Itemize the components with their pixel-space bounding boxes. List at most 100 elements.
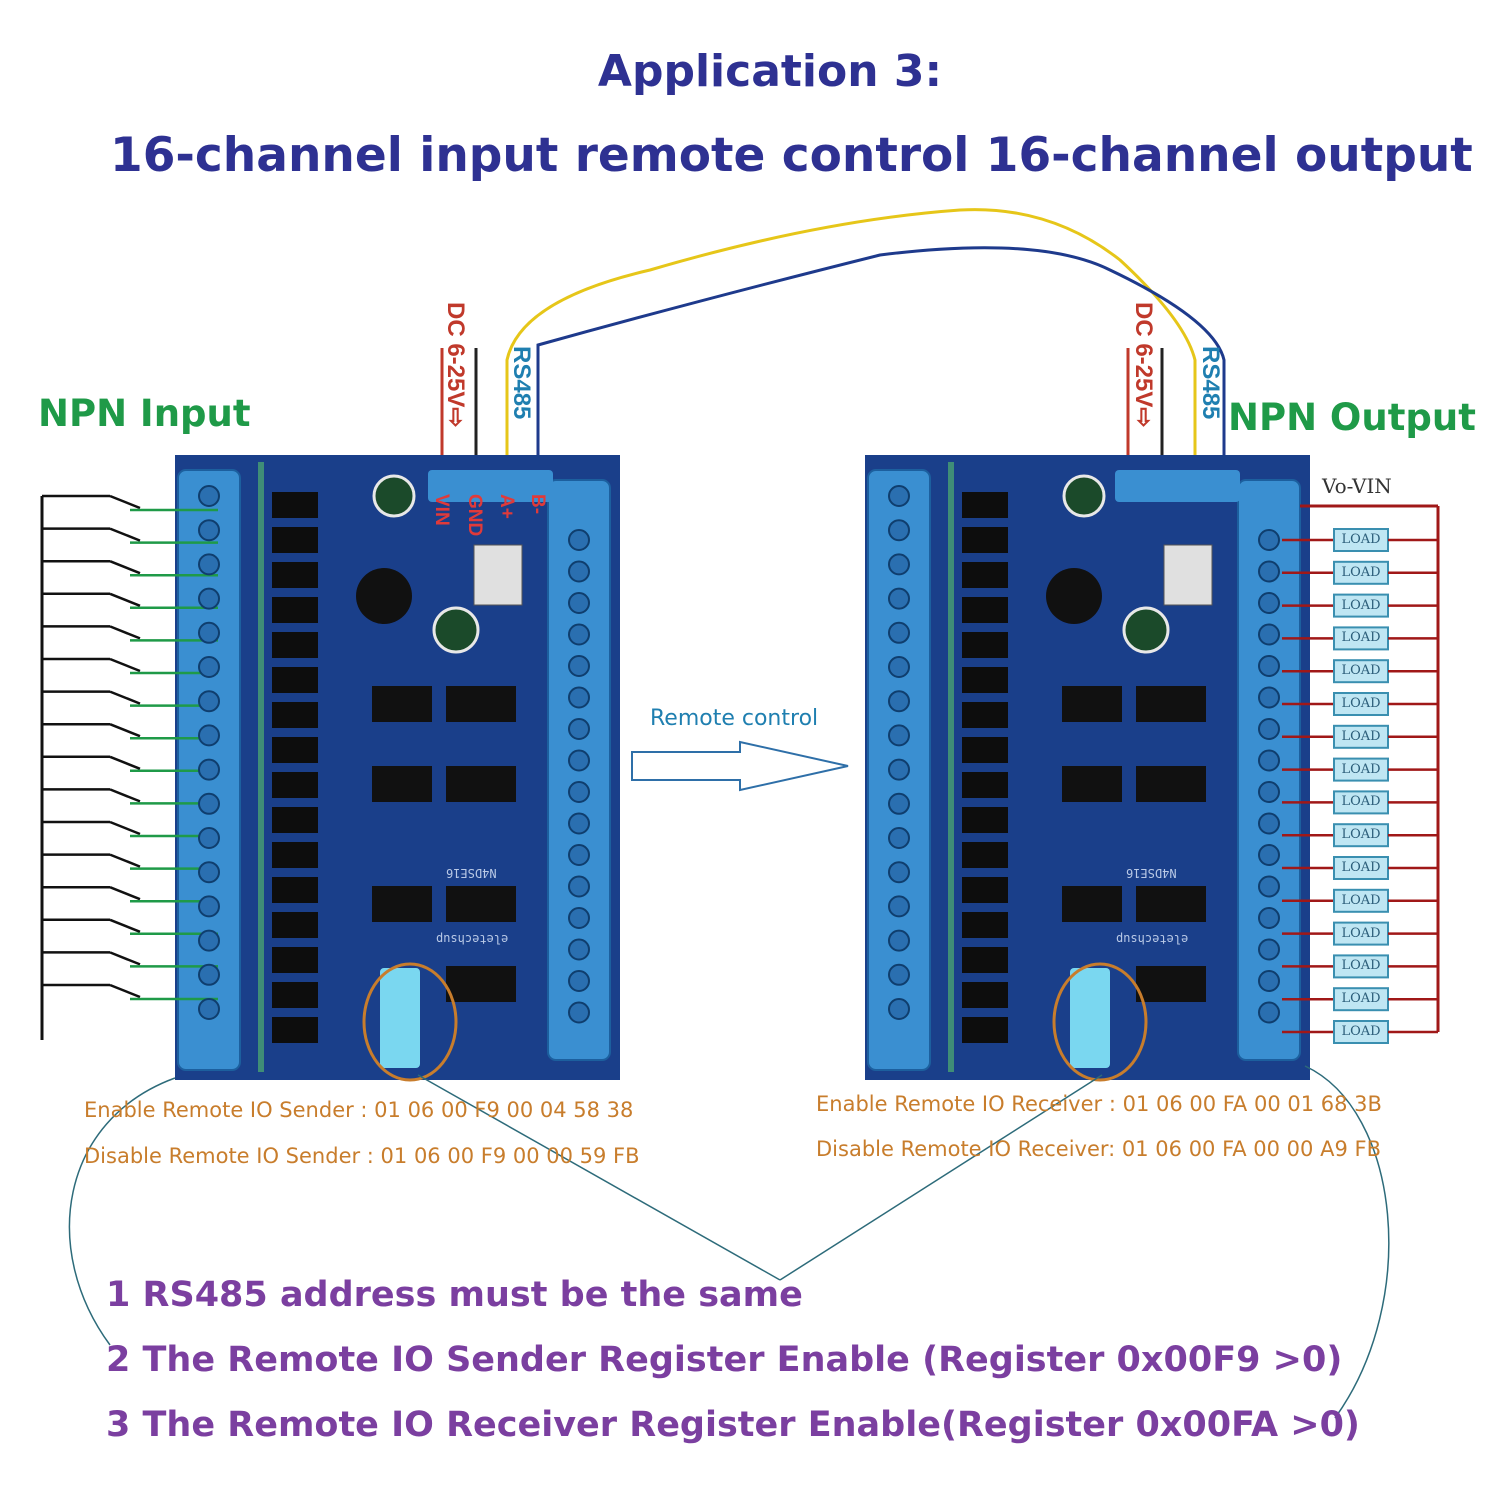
load-label: LOAD xyxy=(1341,564,1381,580)
input-optocoupler xyxy=(272,597,318,623)
input-ic-5 xyxy=(372,886,432,922)
terminal-screw xyxy=(888,587,910,610)
input-inductor xyxy=(356,568,412,624)
load-label: LOAD xyxy=(1341,794,1381,810)
terminal-screw xyxy=(568,592,590,614)
terminal-screw xyxy=(568,623,590,646)
output-power-terminal xyxy=(1115,470,1240,502)
output-dip-switch-highlight xyxy=(1052,962,1148,1082)
disable-sender-command: Disable Remote IO Sender : 01 06 00 F9 0… xyxy=(84,1144,640,1168)
input-capacitor-2 xyxy=(432,606,480,654)
rs485-b-wire xyxy=(536,246,1226,490)
load-label: LOAD xyxy=(1341,761,1381,777)
terminal-screw xyxy=(888,895,910,918)
output-ic-4 xyxy=(1136,766,1206,802)
terminal-screw xyxy=(1258,781,1280,803)
npn-input-label: NPN Input xyxy=(38,392,251,435)
input-model-text: N4DSE16 xyxy=(446,866,497,880)
terminal-screw xyxy=(1258,907,1280,929)
terminal-screw xyxy=(1258,655,1280,677)
output-green-divider xyxy=(948,462,954,1072)
input-rs485-label: RS485 xyxy=(508,346,535,420)
output-board xyxy=(865,455,1310,1082)
load-label: LOAD xyxy=(1341,991,1381,1007)
load-label: LOAD xyxy=(1341,630,1381,646)
input-ic-6 xyxy=(446,886,516,922)
output-capacitor-1 xyxy=(1062,474,1106,518)
input-switch-contact xyxy=(109,918,141,933)
terminal-screw xyxy=(1258,844,1280,866)
input-optocoupler xyxy=(272,667,318,693)
output-model-text: N4DSE16 xyxy=(1126,866,1177,880)
terminal-screw xyxy=(198,587,220,610)
output-optocoupler xyxy=(962,772,1008,798)
input-dip-switch xyxy=(380,968,420,1068)
input-optocouplers xyxy=(272,492,318,1043)
output-optocoupler xyxy=(962,737,1008,763)
note-sender-enable: 2 The Remote IO Sender Register Enable (… xyxy=(106,1340,1343,1380)
terminal-screw xyxy=(568,844,590,866)
remote-control-arrow xyxy=(631,740,849,792)
load-label: LOAD xyxy=(1341,860,1381,875)
input-ic-1 xyxy=(372,686,432,722)
terminal-screw xyxy=(888,690,910,713)
terminal-screw xyxy=(888,519,910,542)
output-optocoupler xyxy=(962,807,1008,833)
terminal-screw xyxy=(888,929,910,952)
terminal-screw xyxy=(198,792,220,815)
output-optocoupler xyxy=(962,982,1008,1008)
terminal-screw xyxy=(568,560,590,583)
load-label: LOAD xyxy=(1341,728,1381,744)
input-a-terminal-label: A+ xyxy=(496,494,517,519)
load-label: LOAD xyxy=(1341,892,1381,908)
terminal-screw xyxy=(198,998,220,1020)
input-switch-contact xyxy=(109,527,141,542)
input-optocoupler xyxy=(272,632,318,658)
output-optocoupler xyxy=(962,1017,1008,1043)
load-label: LOAD xyxy=(1341,827,1381,843)
input-ic-2 xyxy=(446,686,516,722)
input-gnd-terminal-label: GND xyxy=(464,494,485,537)
input-switch-contact xyxy=(109,755,141,770)
input-green-divider xyxy=(258,462,264,1072)
rs485-a-wire xyxy=(505,208,1197,490)
input-optocoupler xyxy=(272,1017,318,1043)
terminal-screw xyxy=(568,1001,590,1024)
enable-sender-command: Enable Remote IO Sender : 01 06 00 F9 00… xyxy=(84,1098,634,1122)
terminal-screw xyxy=(568,812,590,835)
remote-control-label: Remote control xyxy=(650,706,819,731)
input-switch-contact xyxy=(109,690,141,705)
terminal-screw xyxy=(888,485,910,507)
input-switch-contact xyxy=(109,788,141,803)
output-rs485-label: RS485 xyxy=(1197,346,1224,420)
terminal-screw xyxy=(198,929,220,952)
note-2-connector xyxy=(68,1077,176,1346)
input-optocoupler xyxy=(272,562,318,588)
input-vin-terminal-label: VIN xyxy=(431,494,452,526)
terminal-screw xyxy=(888,724,910,747)
input-ic-4 xyxy=(446,766,516,802)
input-brand-text: eletechsup xyxy=(436,932,509,946)
input-switch-contact xyxy=(109,560,141,575)
output-ic-6 xyxy=(1136,886,1206,922)
terminal-screw xyxy=(198,519,220,542)
output-optocoupler xyxy=(962,562,1008,588)
terminal-screw xyxy=(1258,718,1280,740)
terminal-screws xyxy=(198,485,1280,1024)
note-1-connector-left xyxy=(417,1074,781,1281)
output-optocoupler xyxy=(962,667,1008,693)
input-regulator xyxy=(473,544,523,606)
input-capacitor-1 xyxy=(372,474,416,518)
output-optocoupler xyxy=(962,632,1008,658)
input-board xyxy=(175,455,620,1082)
output-power-label: DC 6-25V⇨ xyxy=(1130,302,1157,428)
load-label: LOAD xyxy=(1341,597,1381,613)
output-optocoupler xyxy=(962,912,1008,938)
output-regulator xyxy=(1163,544,1213,606)
output-ic-7 xyxy=(1136,966,1206,1002)
terminal-screw xyxy=(1258,970,1280,992)
output-brand-text: eletechsup xyxy=(1116,932,1189,946)
input-optocoupler xyxy=(272,877,318,903)
input-switch-contact xyxy=(109,886,141,901)
terminal-screw xyxy=(568,529,590,551)
